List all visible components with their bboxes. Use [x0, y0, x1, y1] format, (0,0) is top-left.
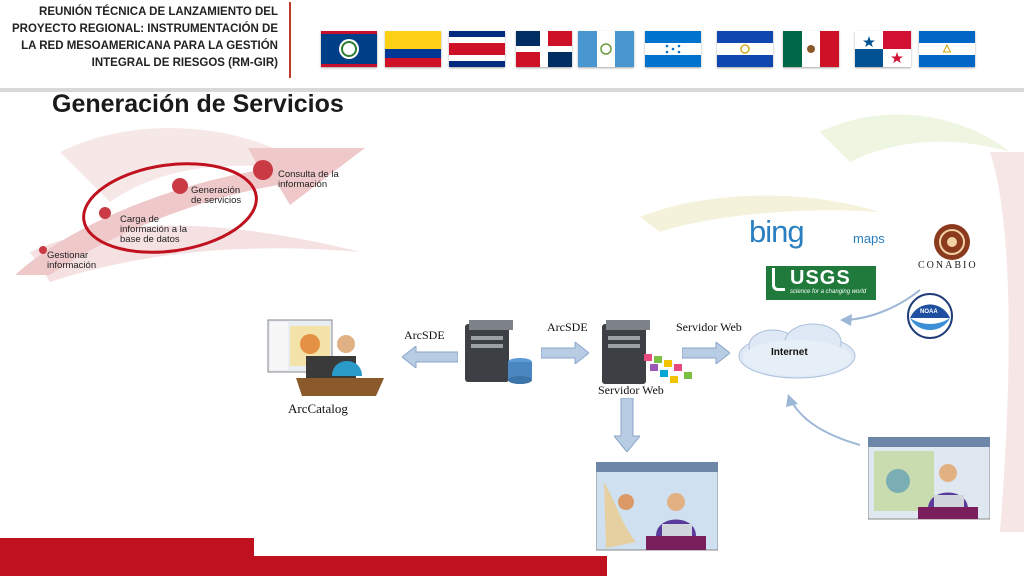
client-map-viewer-right [868, 437, 990, 520]
process-node-4 [253, 160, 273, 180]
process-node-3 [172, 178, 188, 194]
process-node-2 [99, 207, 111, 219]
panama-flag-icon [855, 31, 911, 67]
web-server-icon [602, 320, 692, 384]
servidor-web-label-top: Servidor Web [676, 320, 742, 334]
noaa-label: NOAA [920, 309, 938, 315]
guatemala-flag-icon [578, 31, 634, 67]
process-node-1 [39, 246, 47, 254]
header-title: REUNIÓN TÉCNICA DE LANZAMIENTO DEL PROYE… [12, 6, 278, 69]
conabio-label: CONABIO [918, 260, 978, 271]
servidor-web-label-bottom: Servidor Web [598, 383, 664, 397]
footer-red-bar-secondary [254, 556, 607, 576]
colombia-flag-icon [385, 31, 441, 67]
process-step-consulta: Consulta de la información [278, 169, 339, 190]
el-salvador-flag-icon [717, 31, 773, 67]
process-step-generacion: Generación de servicios [191, 185, 242, 206]
usgs-logo: USGS science for a changing world [766, 266, 876, 300]
database-server-icon [465, 320, 532, 384]
arccatalog-label: ArcCatalog [288, 401, 348, 416]
highlight-ellipse [82, 162, 258, 254]
bing-maps-label: maps [853, 231, 885, 246]
header-divider [289, 2, 291, 78]
noaa-logo-icon [907, 293, 953, 339]
internet-label: Internet [771, 347, 808, 358]
process-step-gestionar: Gestionar información [47, 250, 97, 271]
arrow-db-to-webserver [541, 342, 589, 364]
process-step-carga: Carga de información a la base de datos [120, 214, 188, 245]
header-bar: REUNIÓN TÉCNICA DE LANZAMIENTO DEL PROYE… [0, 0, 1024, 88]
costa-rica-flag-icon [449, 31, 505, 67]
arrow-webserver-to-internet [682, 342, 730, 364]
header-shadow-band [0, 88, 1024, 92]
internet-cloud-icon [738, 323, 856, 379]
arrow-to-arccatalog [402, 346, 458, 368]
client-map-viewer-bottom [596, 462, 718, 551]
honduras-flag-icon [645, 31, 701, 67]
footer-red-bar [0, 538, 254, 576]
usgs-tagline: science for a changing world [790, 289, 867, 295]
arccatalog-workstation-icon [267, 319, 384, 396]
arrow-webserver-to-client [614, 398, 640, 452]
arcsde-label-left: ArcSDE [404, 328, 445, 342]
nicaragua-flag-icon [919, 31, 975, 67]
conabio-emblem-icon [934, 224, 970, 260]
page-title: Generación de Servicios [52, 90, 344, 118]
mexico-flag-icon [783, 31, 839, 67]
usgs-wave-icon [772, 268, 785, 291]
arcsde-label-right: ArcSDE [547, 320, 588, 334]
usgs-label: USGS [790, 267, 851, 289]
belize-flag-icon [321, 31, 377, 67]
process-arrow-graphic [15, 148, 365, 275]
dominican-republic-flag-icon [516, 31, 572, 67]
bing-logo: bing [749, 214, 805, 249]
curved-arrows [786, 289, 921, 446]
